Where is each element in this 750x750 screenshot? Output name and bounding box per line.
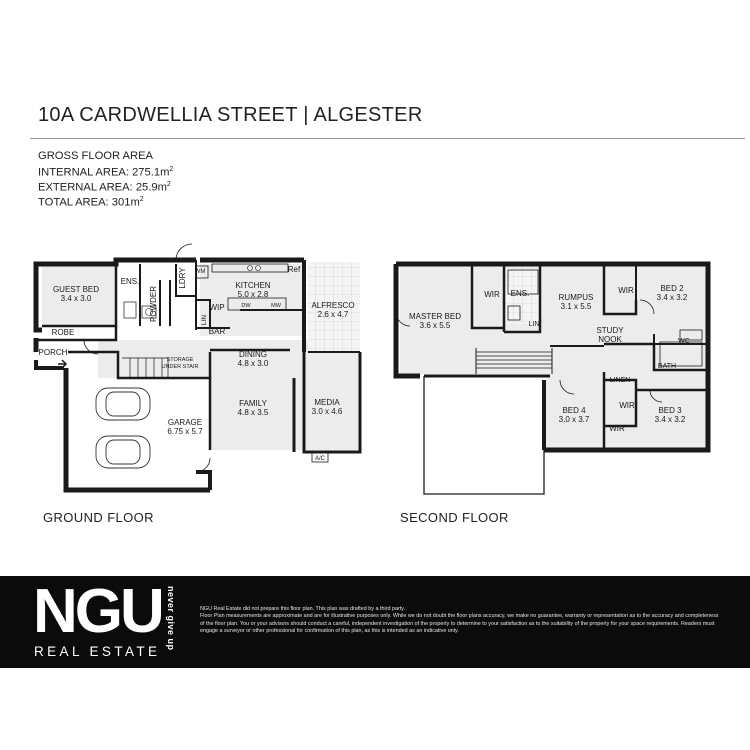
room-sub-study: NOOK bbox=[598, 335, 622, 344]
room-label-laundry: LDRY bbox=[178, 267, 187, 289]
room-size-bed4: 3.0 x 3.7 bbox=[559, 415, 590, 424]
room-label-wir-master: WIR bbox=[484, 290, 500, 299]
room-size-rumpus: 3.1 x 5.5 bbox=[561, 302, 592, 311]
appliance-label-dw: DW bbox=[241, 303, 251, 309]
room-label-bath: BATH bbox=[658, 363, 676, 370]
disclaimer-line-2: Floor Plan measurements are approximate … bbox=[200, 613, 719, 635]
room-label-alfresco: ALFRESCO bbox=[311, 301, 354, 310]
room-size-family: 4.8 x 3.5 bbox=[238, 408, 269, 417]
room-sub-storage: UNDER STAIR bbox=[162, 364, 199, 370]
room-label-wip: WIP bbox=[209, 303, 224, 312]
room-label-bed3: BED 3 bbox=[658, 406, 682, 415]
appliance-label-wm: WM bbox=[195, 269, 206, 275]
room-label-garage: GARAGE bbox=[168, 418, 202, 427]
room-label-porch: PORCH bbox=[39, 348, 68, 357]
appliance-label-ac: A/C bbox=[315, 456, 326, 462]
room-label-wc: WC bbox=[678, 338, 690, 345]
room-size-alfresco: 2.6 x 4.7 bbox=[318, 310, 349, 319]
room-label-bed2: BED 2 bbox=[660, 284, 684, 293]
room-size-bed2: 3.4 x 3.2 bbox=[657, 293, 688, 302]
agency-logo: NGU bbox=[33, 577, 165, 646]
room-label-wir-bed3: WIR bbox=[619, 401, 635, 410]
room-label-bar: BAR bbox=[209, 327, 226, 336]
property-title: 10A CARDWELLIA STREET | ALGESTER bbox=[38, 104, 423, 126]
ground-floor-plan bbox=[33, 243, 362, 493]
room-label-rumpus: RUMPUS bbox=[559, 293, 594, 302]
room-label-wir-bed2: WIR bbox=[618, 286, 634, 295]
room-size-garage: 6.75 x 5.7 bbox=[167, 427, 203, 436]
room-label-kitchen: KITCHEN bbox=[235, 281, 270, 290]
room-label-lin-upper: LIN bbox=[529, 321, 540, 328]
room-label-wir-bed4: WIR bbox=[609, 424, 625, 433]
room-label-guest-bed: GUEST BED bbox=[53, 285, 99, 294]
disclaimer-text: NGU Real Estate did not prepare this flo… bbox=[200, 606, 720, 636]
room-size-dining: 4.8 x 3.0 bbox=[238, 359, 269, 368]
room-label-media: MEDIA bbox=[314, 398, 340, 407]
room-size-kitchen: 5.0 x 2.8 bbox=[238, 290, 269, 299]
room-label-bed4: BED 4 bbox=[562, 406, 586, 415]
room-size-media: 3.0 x 4.6 bbox=[312, 407, 343, 416]
appliance-label-ref: Ref bbox=[288, 265, 301, 274]
floor-plan-drawing: GUEST BED 3.4 x 3.0 ENS. POWDER LDRY WM … bbox=[33, 243, 711, 495]
external-area: EXTERNAL AREA: 25.9m2 bbox=[38, 181, 171, 194]
room-label-storage: STORAGE bbox=[167, 357, 194, 363]
room-size-bed3: 3.4 x 3.2 bbox=[655, 415, 686, 424]
agency-tagline: never give up bbox=[166, 586, 176, 651]
room-size-guest-bed: 3.4 x 3.0 bbox=[61, 294, 92, 303]
room-label-dining: DINING bbox=[239, 350, 267, 359]
title-divider bbox=[30, 138, 745, 139]
internal-area: INTERNAL AREA: 275.1m2 bbox=[38, 166, 174, 179]
appliance-label-mw: MW bbox=[271, 303, 282, 309]
room-label-linen: LINEN bbox=[610, 377, 631, 384]
disclaimer-line-1: NGU Real Estate did not prepare this flo… bbox=[200, 606, 406, 612]
room-label-ens-ground: ENS. bbox=[121, 277, 140, 286]
entry-arrow-icon bbox=[58, 359, 68, 369]
room-label-robe: ROBE bbox=[52, 328, 75, 337]
second-floor-label: SECOND FLOOR bbox=[400, 510, 509, 525]
room-label-ens-master: ENS. bbox=[511, 289, 530, 298]
agency-footer: NGU never give up REAL ESTATE NGU Real E… bbox=[0, 576, 750, 668]
room-label-lin-ground: LIN bbox=[201, 315, 208, 325]
area-heading: GROSS FLOOR AREA bbox=[38, 150, 154, 162]
total-area: TOTAL AREA: 301m2 bbox=[38, 196, 144, 209]
agency-logo-subtitle: REAL ESTATE bbox=[34, 644, 161, 659]
ground-floor-label: GROUND FLOOR bbox=[43, 510, 154, 525]
room-label-family: FAMILY bbox=[239, 399, 268, 408]
room-label-study: STUDY bbox=[596, 326, 624, 335]
room-label-powder: POWDER bbox=[149, 286, 158, 322]
room-size-master-bed: 3.6 x 5.5 bbox=[420, 321, 451, 330]
room-label-master-bed: MASTER BED bbox=[409, 312, 461, 321]
second-floor-plan bbox=[393, 261, 711, 495]
